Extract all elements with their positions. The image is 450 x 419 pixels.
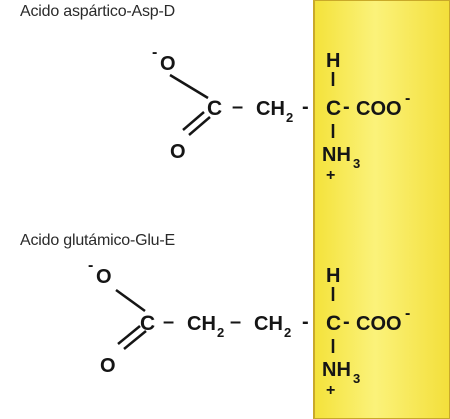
- asp-dash-2: -: [302, 96, 309, 118]
- asp-coo-charge: -: [405, 90, 410, 107]
- glu-ch2-b: CH: [254, 313, 283, 335]
- glu-nh3-charge: +: [326, 382, 335, 399]
- asp-ch2: CH: [256, 98, 285, 120]
- glu-dash-3: -: [302, 311, 309, 333]
- asp-carboxyl-carbon: C: [207, 97, 222, 120]
- glu-carboxyl-carbon: C: [140, 312, 155, 335]
- glu-alpha-carbon: C: [326, 312, 341, 335]
- glu-carbonyl-oxygen: O: [100, 355, 116, 377]
- glu-nh3: NH: [322, 359, 351, 381]
- asp-alpha-carbon: C: [326, 97, 341, 120]
- asp-coo: COO: [356, 98, 402, 120]
- glu-single-bond: [115, 288, 146, 313]
- asp-alpha-hydrogen: H: [326, 50, 340, 72]
- aspartic-acid-label: Acido aspártico-Asp-D: [20, 3, 175, 20]
- glu-coo-charge: -: [405, 305, 410, 322]
- glu-dash-2: –: [230, 311, 241, 333]
- glu-carboxylate-charge: -: [88, 257, 93, 274]
- glu-coo: COO: [356, 313, 402, 335]
- aspartate-structure: O - O C – CH 2 - H C - COO - NH 3 +: [152, 44, 410, 184]
- asp-nh3-subscript: 3: [353, 156, 360, 171]
- asp-dash-coo: -: [343, 96, 350, 118]
- glu-alpha-hydrogen: H: [326, 265, 340, 287]
- glu-dash-1: –: [163, 311, 174, 333]
- glu-ch2-a-subscript: 2: [217, 325, 224, 340]
- glu-nh3-subscript: 3: [353, 371, 360, 386]
- glu-ch2-a: CH: [187, 313, 216, 335]
- asp-single-bond: [169, 73, 209, 100]
- glutamate-structure: O - O C – CH 2 – CH 2 - H C - COO - NH 3…: [88, 257, 410, 399]
- asp-nh3-charge: +: [326, 167, 335, 184]
- highlight-panel: [313, 0, 450, 419]
- asp-double-bond-a: [182, 111, 205, 131]
- asp-carboxylate-charge: -: [152, 44, 157, 61]
- asp-nh3: NH: [322, 144, 351, 166]
- glu-double-bond-b: [123, 330, 147, 350]
- glu-carboxylate-oxygen: O: [96, 266, 112, 288]
- glutamic-acid-label: Acido glutámico-Glu-E: [20, 232, 175, 249]
- asp-carboxylate-oxygen: O: [160, 53, 176, 75]
- asp-ch2-subscript: 2: [286, 110, 293, 125]
- glu-double-bond-a: [117, 325, 141, 345]
- glu-dash-coo: -: [343, 311, 350, 333]
- asp-carbonyl-oxygen: O: [170, 141, 186, 163]
- asp-double-bond-b: [188, 116, 211, 136]
- glu-ch2-b-subscript: 2: [284, 325, 291, 340]
- asp-dash-1: –: [232, 96, 243, 118]
